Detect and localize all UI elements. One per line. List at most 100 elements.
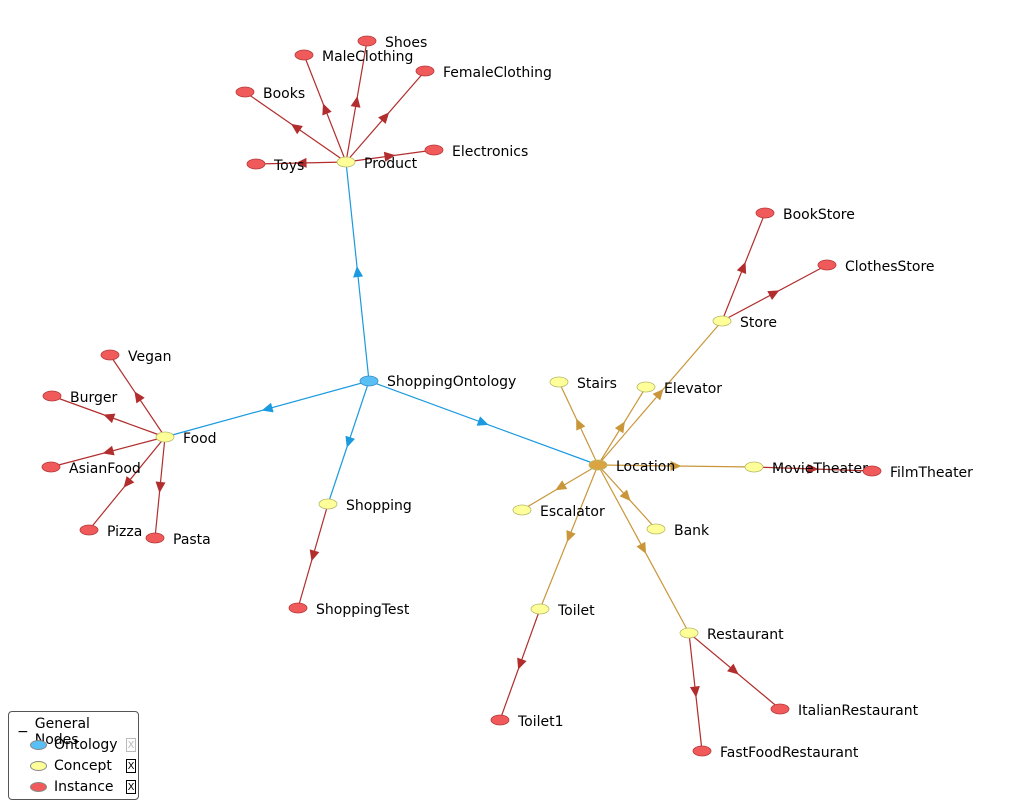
arrow-icon-location-bank xyxy=(619,489,631,502)
node-bank[interactable]: Bank xyxy=(646,523,710,539)
node-fastfoodrestaurant[interactable]: FastFoodRestaurant xyxy=(692,745,859,761)
node-femaleclothing-label: FemaleClothing xyxy=(443,65,552,81)
arrow-icon-food-asianfood xyxy=(102,445,115,456)
node-movietheater-label: MovieTheater xyxy=(772,461,868,477)
node-shoes-label: Shoes xyxy=(385,35,427,51)
node-restaurant-label: Restaurant xyxy=(707,627,784,643)
node-pizza[interactable]: Pizza xyxy=(79,524,142,540)
arrow-icon-store-clothesstore xyxy=(767,290,780,300)
node-toilet[interactable]: Toilet xyxy=(530,603,595,619)
arrow-icon-location-store xyxy=(652,388,664,401)
node-bookstore[interactable]: BookStore xyxy=(755,207,855,223)
node-maleclothing[interactable]: MaleClothing xyxy=(294,49,413,65)
node-toilet-marker[interactable] xyxy=(530,603,550,615)
arrow-icon-food-burger xyxy=(103,413,116,424)
node-shopping-label: Shopping xyxy=(346,498,412,514)
node-toys-label: Toys xyxy=(273,158,304,174)
node-italianrestaurant-marker[interactable] xyxy=(770,703,790,715)
node-electronics[interactable]: Electronics xyxy=(424,144,528,160)
node-burger-marker[interactable] xyxy=(42,390,62,402)
node-vegan-marker[interactable] xyxy=(100,349,120,361)
node-vegan[interactable]: Vegan xyxy=(100,349,171,365)
node-maleclothing-marker[interactable] xyxy=(294,49,314,61)
node-femaleclothing[interactable]: FemaleClothing xyxy=(415,65,552,81)
node-restaurant[interactable]: Restaurant xyxy=(679,627,784,643)
node-asianfood-marker[interactable] xyxy=(41,461,61,473)
node-product[interactable]: Product xyxy=(336,156,418,172)
node-asianfood-label: AsianFood xyxy=(69,461,141,477)
node-stairs-marker[interactable] xyxy=(549,376,569,388)
node-electronics-marker[interactable] xyxy=(424,144,444,156)
legend-item-label: Ontology xyxy=(54,737,118,753)
node-clothesstore[interactable]: ClothesStore xyxy=(817,259,935,275)
concept-toggle-checkbox[interactable]: X xyxy=(126,759,136,773)
node-elevator-label: Elevator xyxy=(664,381,722,397)
node-pasta[interactable]: Pasta xyxy=(145,532,211,548)
node-store[interactable]: Store xyxy=(712,315,777,331)
arrow-icon-product-shoes xyxy=(350,96,361,108)
node-elevator[interactable]: Elevator xyxy=(636,381,722,397)
node-italianrestaurant[interactable]: ItalianRestaurant xyxy=(770,703,919,719)
arrow-icon-product-books xyxy=(290,123,303,135)
node-burger[interactable]: Burger xyxy=(42,390,117,406)
ontology-toggle-checkbox[interactable]: X xyxy=(126,738,136,752)
node-bookstore-marker[interactable] xyxy=(755,207,775,219)
arrow-icon-shoppingontology-food xyxy=(261,402,274,413)
node-pizza-marker[interactable] xyxy=(79,524,99,536)
node-filmtheater-marker[interactable] xyxy=(862,465,882,477)
node-escalator[interactable]: Escalator xyxy=(512,504,605,520)
node-product-marker[interactable] xyxy=(336,156,356,168)
node-shoppingontology[interactable]: ShoppingOntology xyxy=(359,374,516,390)
node-pizza-label: Pizza xyxy=(107,524,142,540)
node-shoes-marker[interactable] xyxy=(357,35,377,47)
node-stairs-label: Stairs xyxy=(577,376,617,392)
node-movietheater[interactable]: MovieTheater xyxy=(744,461,868,477)
node-asianfood[interactable]: AsianFood xyxy=(41,461,141,477)
arrow-icon-product-maleclothing xyxy=(322,103,332,116)
node-shoppingtest-marker[interactable] xyxy=(288,602,308,614)
node-bank-marker[interactable] xyxy=(646,523,666,535)
node-toys[interactable]: Toys xyxy=(246,158,304,174)
node-escalator-label: Escalator xyxy=(540,504,605,520)
arrow-icon-movietheater-filmtheater xyxy=(807,463,819,474)
node-shoppingtest[interactable]: ShoppingTest xyxy=(288,602,410,618)
node-store-marker[interactable] xyxy=(712,315,732,327)
node-location[interactable]: Location xyxy=(588,459,675,475)
arrow-icon-toilet-toilet1 xyxy=(517,657,527,670)
node-shoppingontology-label: ShoppingOntology xyxy=(387,374,516,390)
node-food[interactable]: Food xyxy=(155,431,217,447)
node-pasta-marker[interactable] xyxy=(145,532,165,544)
arrow-icon-store-bookstore xyxy=(736,261,747,274)
node-escalator-marker[interactable] xyxy=(512,504,532,516)
node-toys-marker[interactable] xyxy=(246,158,266,170)
node-store-label: Store xyxy=(740,315,777,331)
node-shopping-marker[interactable] xyxy=(318,498,338,510)
node-movietheater-marker[interactable] xyxy=(744,461,764,473)
node-books-label: Books xyxy=(263,86,305,102)
node-filmtheater[interactable]: FilmTheater xyxy=(862,465,973,481)
node-stairs[interactable]: Stairs xyxy=(549,376,617,392)
collapse-icon[interactable]: − xyxy=(17,724,29,740)
instance-toggle-checkbox[interactable]: X xyxy=(126,780,136,794)
node-clothesstore-marker[interactable] xyxy=(817,259,837,271)
node-toilet1[interactable]: Toilet1 xyxy=(490,714,564,730)
node-shopping[interactable]: Shopping xyxy=(318,498,412,514)
node-restaurant-marker[interactable] xyxy=(679,627,699,639)
node-elevator-marker[interactable] xyxy=(636,381,656,393)
node-italianrestaurant-label: ItalianRestaurant xyxy=(798,703,919,719)
node-location-marker[interactable] xyxy=(588,459,608,471)
arrow-icon-restaurant-italianrestaurant xyxy=(727,663,739,675)
node-shoppingontology-marker[interactable] xyxy=(359,375,379,387)
node-toilet1-marker[interactable] xyxy=(490,714,510,726)
node-books-marker[interactable] xyxy=(235,86,255,98)
node-food-marker[interactable] xyxy=(155,431,175,443)
arrow-icon-product-toys xyxy=(295,157,307,168)
arrow-icon-shopping-shoppingtest xyxy=(309,549,320,562)
node-books[interactable]: Books xyxy=(235,86,305,102)
node-femaleclothing-marker[interactable] xyxy=(415,65,435,77)
node-fastfoodrestaurant-marker[interactable] xyxy=(692,745,712,757)
arrow-icon-location-restaurant xyxy=(636,541,647,554)
ontology-swatch-icon xyxy=(30,740,47,750)
node-shoes[interactable]: Shoes xyxy=(357,35,427,51)
